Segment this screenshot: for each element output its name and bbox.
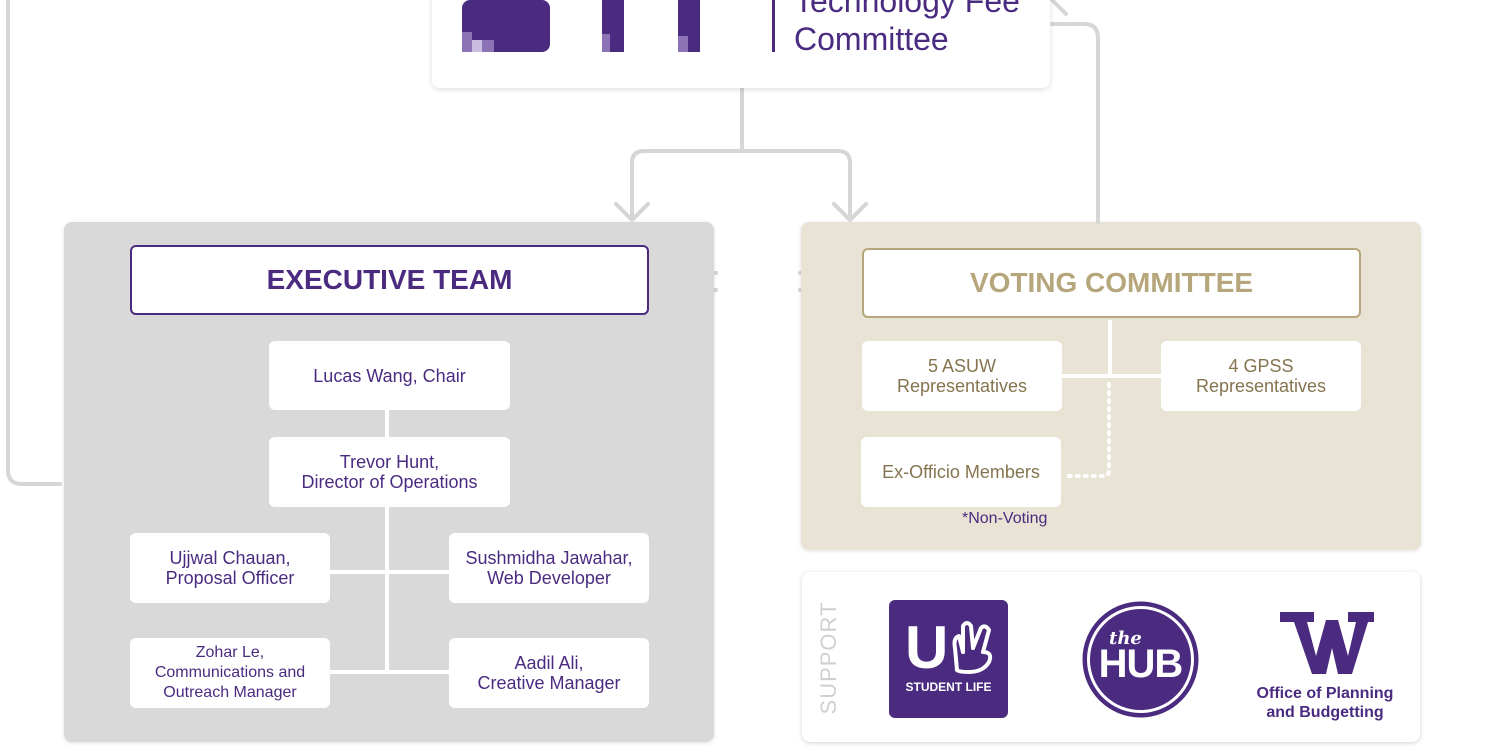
- husky-hand-icon: [952, 621, 993, 674]
- member-proposal-officer: Ujjwal Chauan, Proposal Officer: [130, 533, 330, 603]
- voting-ex-officio-members: Ex-Officio Members: [861, 437, 1061, 507]
- voting-asuw-line2: Representatives: [896, 376, 1028, 396]
- member-creative-manager: Aadil Ali, Creative Manager: [449, 638, 649, 708]
- member-director-operations-line1: Trevor Hunt,: [339, 452, 440, 472]
- committee-title-line2: Committee: [794, 21, 949, 57]
- voting-gpss-representatives: 4 GPSS Representatives: [1161, 341, 1361, 411]
- member-communications-manager-line1: Zohar Le,: [195, 644, 265, 661]
- opb-text-line2: and Budgetting: [1266, 704, 1384, 721]
- member-chair: Lucas Wang, Chair: [269, 341, 510, 410]
- student-life-u-glyph: U: [905, 614, 949, 681]
- member-communications-manager: Zohar Le, Communications and Outreach Ma…: [130, 638, 330, 708]
- voting-asuw-representatives: 5 ASUW Representatives: [862, 341, 1062, 411]
- the-hub-logo-icon: the HUB: [1081, 600, 1200, 719]
- executive-team-heading: EXECUTIVE TEAM: [130, 245, 649, 315]
- committee-title-line1: Technology Fee: [794, 0, 1020, 19]
- member-creative-manager-line2: Creative Manager: [477, 673, 621, 693]
- hub-circle: [1082, 601, 1199, 718]
- member-director-operations: Trevor Hunt, Director of Operations: [269, 437, 510, 507]
- opb-text-line1: Office of Planning: [1256, 685, 1394, 702]
- student-life-logo-icon: U STUDENT LIFE: [889, 600, 1008, 718]
- member-proposal-officer-line1: Ujjwal Chauan,: [169, 548, 291, 568]
- hub-text: HUB: [1098, 642, 1184, 686]
- stf-divider: [772, 0, 775, 52]
- member-chair-line1: Lucas Wang, Chair: [313, 365, 466, 386]
- member-web-developer-line2: Web Developer: [487, 568, 611, 588]
- member-web-developer: Sushmidha Jawahar, Web Developer: [449, 533, 649, 603]
- member-director-operations-line2: Director of Operations: [301, 472, 478, 492]
- support-label: SUPPORT: [814, 601, 844, 714]
- hub-the-text: the: [1109, 628, 1142, 649]
- support-label-text: SUPPORT: [816, 601, 841, 714]
- non-voting-note: *Non-Voting: [962, 510, 1048, 527]
- member-proposal-officer-line2: Proposal Officer: [165, 568, 295, 588]
- stf-logo-icon: [462, 0, 700, 52]
- voting-committee-heading: VOTING COMMITTEE: [862, 248, 1361, 318]
- uw-w-logo-icon: Office of Planning and Budgetting: [1250, 610, 1400, 725]
- w-glyph-icon: [1280, 612, 1374, 674]
- member-communications-manager-line3: Outreach Manager: [163, 684, 297, 701]
- member-creative-manager-line1: Aadil Ali,: [514, 653, 584, 673]
- voting-gpss-line2: Representatives: [1195, 376, 1327, 396]
- student-life-text: STUDENT LIFE: [905, 680, 992, 694]
- voting-committee-heading-text: VOTING COMMITTEE: [969, 267, 1254, 298]
- member-web-developer-line1: Sushmidha Jawahar,: [465, 548, 633, 568]
- member-communications-manager-line2: Communications and: [154, 664, 306, 681]
- executive-team-heading-text: EXECUTIVE TEAM: [266, 264, 513, 295]
- stf-committee-card: Technology Fee Committee: [432, 0, 1050, 88]
- voting-gpss-line1: 4 GPSS: [1228, 356, 1294, 376]
- voting-ex-officio-line1: Ex-Officio Members: [882, 462, 1040, 482]
- opb-text: Office of Planning and Budgetting: [1250, 684, 1400, 722]
- committee-title: Technology Fee Committee: [794, 0, 1020, 58]
- voting-asuw-line1: 5 ASUW: [927, 356, 996, 376]
